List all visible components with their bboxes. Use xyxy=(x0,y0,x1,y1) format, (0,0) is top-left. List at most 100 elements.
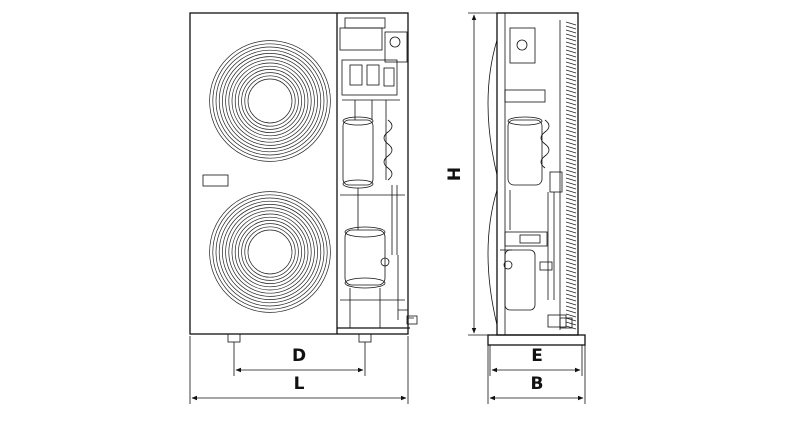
dimension-label-b: B xyxy=(531,374,544,394)
fin-line xyxy=(565,113,577,118)
fin-line xyxy=(565,265,577,270)
front-view xyxy=(189,12,418,343)
fan-ring xyxy=(234,65,306,137)
fan-ring xyxy=(234,216,306,288)
fin-line xyxy=(565,261,577,266)
dimension-d: D xyxy=(233,342,366,376)
side-accumulator xyxy=(507,119,543,186)
fin-line xyxy=(565,293,577,298)
fan-ring xyxy=(241,223,299,281)
fan-ring xyxy=(209,40,331,162)
fin-line xyxy=(565,109,577,114)
dimension-label-e: E xyxy=(531,346,543,366)
fan-ring xyxy=(241,72,299,130)
fin-line xyxy=(565,285,577,290)
side-view xyxy=(487,12,586,346)
dimension-label-h: H xyxy=(445,167,465,181)
fin-line xyxy=(565,29,577,34)
fin-line xyxy=(565,249,577,254)
fin-line xyxy=(565,73,577,78)
fin-line xyxy=(565,77,577,82)
fan-ring xyxy=(231,62,309,140)
fin-line xyxy=(565,281,577,286)
fin-line xyxy=(565,225,577,230)
dimension-label-l: L xyxy=(294,374,305,394)
fin-line xyxy=(565,193,577,198)
fan-ring xyxy=(247,78,293,124)
dimension-h: H xyxy=(445,12,497,336)
fan-ring xyxy=(222,204,318,300)
fin-line xyxy=(565,245,577,250)
fan-ring xyxy=(215,197,325,307)
fan-profile-bottom xyxy=(487,189,498,326)
side-casing xyxy=(496,12,579,336)
fan-ring xyxy=(244,226,296,278)
dimension-l: L xyxy=(189,336,409,404)
fin-line xyxy=(565,85,577,90)
fan-ring xyxy=(225,56,315,146)
fin-line xyxy=(565,45,577,50)
fin-line xyxy=(565,21,577,26)
fin-line xyxy=(565,257,577,262)
heat-exchanger-fins xyxy=(565,21,577,330)
fin-line xyxy=(565,125,577,130)
fin-line xyxy=(565,221,577,226)
fin-line xyxy=(565,233,577,238)
fin-line xyxy=(565,121,577,126)
compressor xyxy=(344,229,386,286)
fin-line xyxy=(565,185,577,190)
fin-line xyxy=(565,297,577,302)
fin-line xyxy=(565,41,577,46)
foot-right xyxy=(358,333,372,343)
fin-line xyxy=(565,325,577,330)
fan-ring xyxy=(209,191,331,313)
fin-line xyxy=(565,69,577,74)
fin-line xyxy=(565,209,577,214)
fan-ring xyxy=(212,43,328,159)
fin-line xyxy=(565,305,577,310)
fin-line xyxy=(565,173,577,178)
fan-ring xyxy=(244,75,296,127)
dimension-b: B xyxy=(487,345,586,404)
side-internals xyxy=(500,20,573,330)
fan-ring xyxy=(218,200,322,304)
fin-line xyxy=(565,101,577,106)
fin-line xyxy=(565,253,577,258)
fin-line xyxy=(565,37,577,42)
fan-ring xyxy=(231,213,309,291)
fin-line xyxy=(565,189,577,194)
fin-line xyxy=(565,97,577,102)
fin-line xyxy=(565,93,577,98)
fin-line xyxy=(565,181,577,186)
fin-line xyxy=(565,301,577,306)
fin-line xyxy=(565,133,577,138)
fan-ring xyxy=(228,59,312,143)
front-internals xyxy=(339,17,418,328)
fin-line xyxy=(565,197,577,202)
fin-line xyxy=(565,165,577,170)
fin-line xyxy=(565,309,577,314)
fin-line xyxy=(565,317,577,322)
nameplate xyxy=(202,174,229,187)
fin-line xyxy=(565,57,577,62)
fin-line xyxy=(565,61,577,66)
fin-line xyxy=(565,137,577,142)
fin-line xyxy=(565,169,577,174)
side-compressor xyxy=(504,249,536,311)
fin-line xyxy=(565,141,577,146)
fin-line xyxy=(565,105,577,110)
fan-ring xyxy=(238,69,302,133)
dimension-label-d: D xyxy=(292,346,306,366)
fin-line xyxy=(565,117,577,122)
fin-line xyxy=(565,161,577,166)
fan-ring xyxy=(228,210,312,294)
fin-line xyxy=(565,145,577,150)
fan-profile-top xyxy=(487,39,498,176)
fin-line xyxy=(565,89,577,94)
fin-line xyxy=(565,81,577,86)
accumulator-tank xyxy=(342,119,374,186)
fan-ring xyxy=(238,220,302,284)
foot-left xyxy=(227,333,241,343)
fan-grille-top xyxy=(209,40,331,162)
